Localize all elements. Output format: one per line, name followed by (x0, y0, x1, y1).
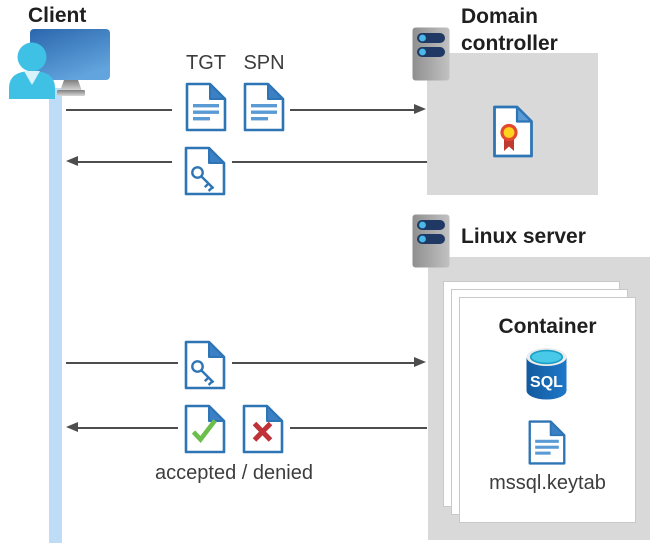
result-label: accepted / denied (155, 462, 313, 484)
linux-server-icon (412, 214, 450, 268)
arrowhead-right-icon (414, 357, 426, 367)
tgt-document-icon (184, 82, 228, 132)
key-glyph (191, 360, 215, 386)
person-collar (24, 71, 40, 85)
key-document-icon (183, 340, 227, 390)
sql-text: SQL (530, 374, 563, 391)
monitor-icon (30, 29, 110, 80)
arrowhead-right-icon (414, 104, 426, 114)
spn-document-icon (242, 82, 286, 132)
keytab-document-icon (527, 419, 567, 466)
key-document-icon (183, 146, 227, 196)
server-icon (412, 214, 450, 268)
dc-server-icon (412, 27, 450, 81)
client-icon (8, 27, 112, 99)
person-head (17, 42, 47, 72)
person-at-computer-icon (9, 29, 110, 99)
accepted-document-icon (183, 404, 227, 454)
check-glyph (191, 419, 217, 444)
arrowhead-left-icon (66, 422, 78, 432)
monitor-stand (60, 80, 82, 91)
linux-server-label: Linux server (461, 225, 586, 248)
container-page-front (459, 297, 636, 523)
client-lifeline (49, 88, 62, 543)
ribbon-seal (500, 123, 518, 142)
keytab-label: mssql.keytab (489, 472, 606, 494)
container-label: Container (498, 315, 597, 338)
monitor-base (57, 90, 85, 96)
client-label: Client (28, 4, 87, 27)
sql-database-icon: SQL (524, 347, 569, 402)
arrowhead-left-icon (66, 156, 78, 166)
certificate-document-icon (492, 105, 534, 158)
cross-glyph (252, 421, 273, 442)
key-glyph (191, 166, 215, 192)
denied-document-icon (241, 404, 285, 454)
domain-controller-label: Domain controller (461, 5, 558, 55)
tgt-label: TGT (186, 52, 226, 74)
spn-label: SPN (243, 52, 285, 74)
server-icon (412, 27, 450, 81)
